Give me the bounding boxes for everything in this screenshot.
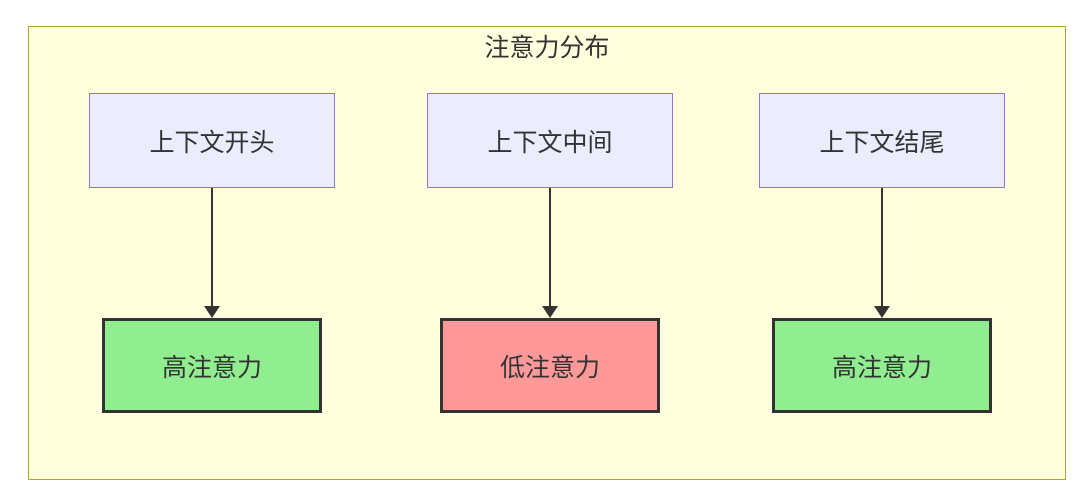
arrow-start-to-high-line bbox=[211, 188, 213, 307]
arrow-start-to-high-head-icon bbox=[204, 306, 220, 318]
arrow-end-to-high-head-icon bbox=[874, 306, 890, 318]
node-context-end: 上下文结尾 bbox=[759, 93, 1005, 188]
node-high-attention-right-label: 高注意力 bbox=[831, 353, 932, 382]
arrow-middle-to-low-line bbox=[549, 188, 551, 307]
attention-distribution-container: 注意力分布 上下文开头 高注意力 上下文中间 低注意力 上下文结尾 高注意力 bbox=[28, 26, 1066, 480]
node-context-middle-label: 上下文中间 bbox=[487, 128, 613, 157]
node-context-start-label: 上下文开头 bbox=[149, 128, 275, 157]
node-high-attention-right: 高注意力 bbox=[772, 318, 992, 413]
node-high-attention-left-label: 高注意力 bbox=[161, 353, 262, 382]
arrow-end-to-high-line bbox=[881, 188, 883, 307]
node-context-start: 上下文开头 bbox=[89, 93, 335, 188]
node-context-end-label: 上下文结尾 bbox=[819, 128, 945, 157]
diagram-title: 注意力分布 bbox=[484, 34, 610, 62]
node-context-middle: 上下文中间 bbox=[427, 93, 673, 188]
node-low-attention: 低注意力 bbox=[440, 318, 660, 413]
arrow-middle-to-low-head-icon bbox=[542, 306, 558, 318]
node-high-attention-left: 高注意力 bbox=[102, 318, 322, 413]
node-low-attention-label: 低注意力 bbox=[499, 353, 600, 382]
